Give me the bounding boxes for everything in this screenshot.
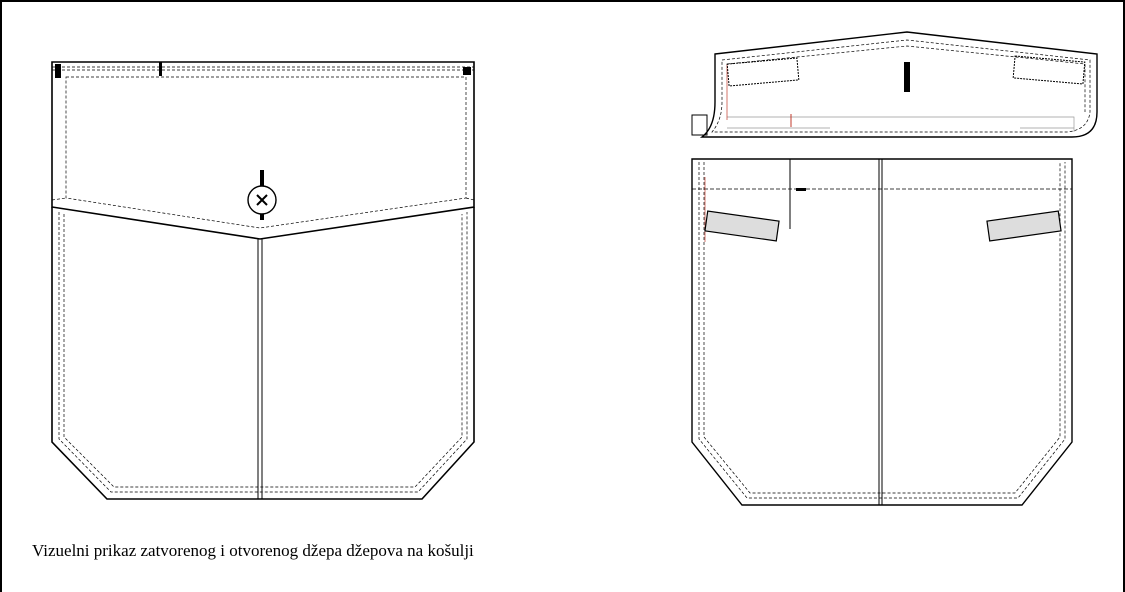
velcro-open-left (704, 210, 780, 242)
closed-pocket-body-stitch (58, 212, 468, 493)
open-flap-stitch-inner (726, 45, 1086, 112)
open-pocket-center-pleat (878, 159, 883, 505)
velcro-left (726, 57, 800, 87)
open-flap-stitch (711, 39, 1091, 133)
closed-pocket-body-stitch-inner (63, 214, 463, 488)
buttonhole-icon (904, 62, 910, 92)
open-pocket-body-stitch-inner (703, 162, 1061, 494)
open-pocket-tick (796, 188, 806, 191)
bartack-left (55, 64, 61, 78)
open-pocket-body-stitch (698, 162, 1066, 499)
bartack-mid (159, 62, 162, 76)
flap-side-stitch (51, 197, 475, 201)
velcro-open-right (986, 210, 1062, 242)
open-flap-fold-lines (727, 116, 1075, 132)
button-icon (247, 170, 277, 220)
velcro-right (1012, 55, 1086, 85)
open-pocket-body (691, 158, 1073, 506)
open-pocket-drawing (691, 31, 1098, 506)
bartack-right (463, 67, 471, 75)
closed-pocket-flap (51, 61, 475, 240)
closed-pocket-body (51, 207, 475, 500)
closed-pocket-drawing (51, 61, 475, 500)
figure-caption: Vizuelni prikaz zatvorenog i otvorenog d… (32, 541, 474, 560)
open-flap-curl-end (691, 114, 708, 136)
open-flap-outline (699, 31, 1098, 138)
closed-pocket-flap-stitch (65, 76, 467, 229)
closed-pocket-center-pleat (257, 239, 263, 499)
